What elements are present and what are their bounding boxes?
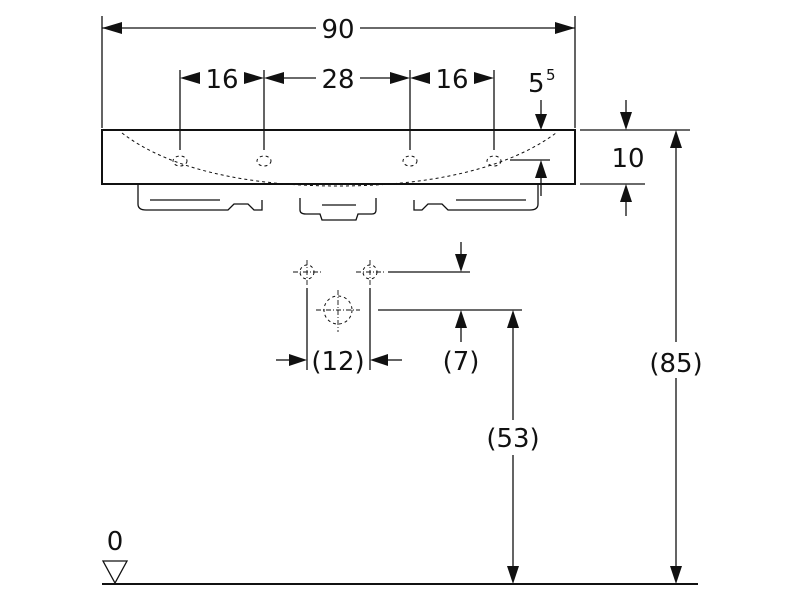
tap-hole-2 [256,155,272,167]
waste-connection: (7) [316,290,522,377]
width-dimension: 90 [101,15,576,128]
tap-spacing-label: (12) [311,347,364,377]
rim-height-label: (85) [649,349,702,379]
basin-height-dimension: 10 [580,100,690,216]
edge-right-label: 16 [435,65,468,95]
tap-hole-3 [402,155,418,167]
basin-height-label: 10 [611,144,644,174]
width-label: 90 [321,15,354,45]
tap-vertical-label: (7) [443,347,480,377]
tap-hole-4 [486,155,502,167]
waste-height-label: (53) [486,424,539,454]
tap-spacing-dimension: (12) [276,288,402,377]
offset-sup-label: 5 [546,66,556,84]
center-spacing-label: 28 [321,65,354,95]
floor-level: 0 [101,527,698,585]
floor-level-label: 0 [107,527,124,557]
offset-base-label: 5 [528,69,545,99]
waste-height-dimension: (53) [486,310,540,584]
tap-hole-1 [172,155,188,167]
edge-left-label: 16 [205,65,238,95]
basin-outline [101,129,576,221]
supply-connections [293,242,470,285]
tap-hole-spacing-dimension: 16 28 16 [179,65,495,150]
rim-height-dimension: (85) [649,130,703,584]
rim-offset-dimension: 5 5 [510,66,556,196]
